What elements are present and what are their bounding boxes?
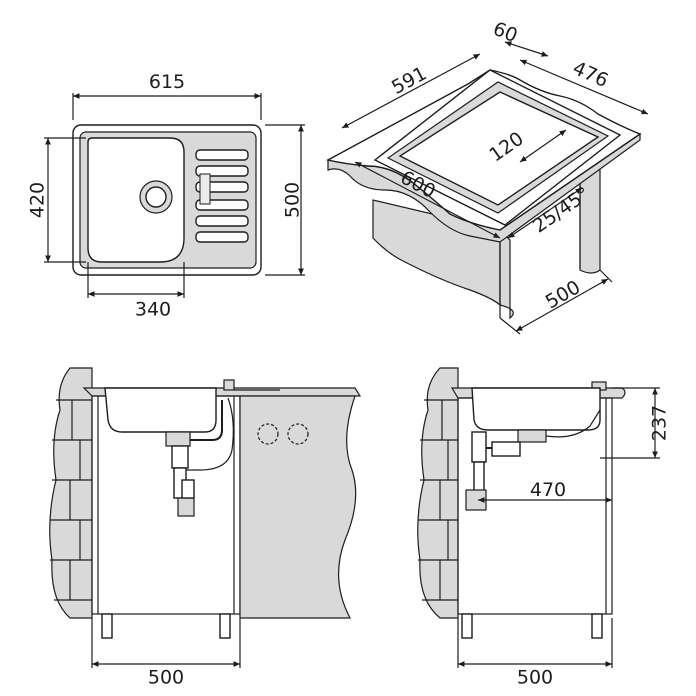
dim-615-label: 615 bbox=[149, 71, 185, 93]
dim-500-label: 500 bbox=[282, 182, 304, 218]
bowl-drain-inner bbox=[145, 186, 167, 208]
overflow-slot bbox=[199, 173, 211, 205]
dim-line-600 bbox=[354, 161, 501, 239]
front-cabinet-legs bbox=[101, 613, 231, 639]
dim-340-label: 340 bbox=[135, 299, 171, 321]
front-pipe-hole-1 bbox=[257, 423, 279, 445]
side-cabinet-legs bbox=[461, 613, 603, 639]
dim-front-500-label: 500 bbox=[148, 667, 184, 689]
side-wall-left bbox=[417, 367, 459, 619]
dim-line-476 bbox=[519, 59, 649, 115]
dim-line-591 bbox=[341, 53, 481, 129]
dim-line-angle bbox=[507, 187, 583, 239]
dim-470-label: 470 bbox=[530, 479, 566, 501]
front-tap-hole bbox=[223, 379, 235, 391]
front-side-panel bbox=[239, 395, 357, 619]
side-wall-bricks bbox=[418, 399, 458, 601]
side-siphon bbox=[465, 409, 601, 511]
front-siphon bbox=[165, 397, 234, 517]
front-view: 500 bbox=[49, 367, 362, 689]
dim-line-120 bbox=[519, 129, 567, 163]
dim-500-iso-label: 500 bbox=[542, 276, 584, 313]
drainboard-ribs bbox=[195, 149, 249, 243]
side-sink-bowl bbox=[471, 387, 601, 431]
isometric-view: 591 60 476 120 600 25/45° 500 bbox=[326, 18, 649, 335]
dim-side-500-label: 500 bbox=[517, 667, 553, 689]
dim-476-label: 476 bbox=[569, 57, 611, 92]
sink-bowl bbox=[87, 137, 185, 263]
dim-591-label: 591 bbox=[388, 62, 430, 98]
wall-bricks bbox=[50, 399, 92, 601]
front-pipe-hole-2 bbox=[287, 423, 309, 445]
cabinet-front-edge bbox=[499, 228, 514, 320]
dim-line-60 bbox=[504, 41, 549, 57]
front-sink-bowl bbox=[104, 387, 217, 433]
cabinet-right-side bbox=[579, 154, 601, 274]
top-view: 615 500 420 340 bbox=[27, 71, 305, 321]
dim-line-500-iso bbox=[515, 278, 609, 332]
side-view: 237 470 500 bbox=[417, 367, 671, 689]
dim-60-label: 60 bbox=[490, 18, 521, 47]
dim-237-label: 237 bbox=[649, 405, 671, 441]
wall-left bbox=[49, 367, 93, 619]
dim-420-label: 420 bbox=[27, 182, 49, 218]
